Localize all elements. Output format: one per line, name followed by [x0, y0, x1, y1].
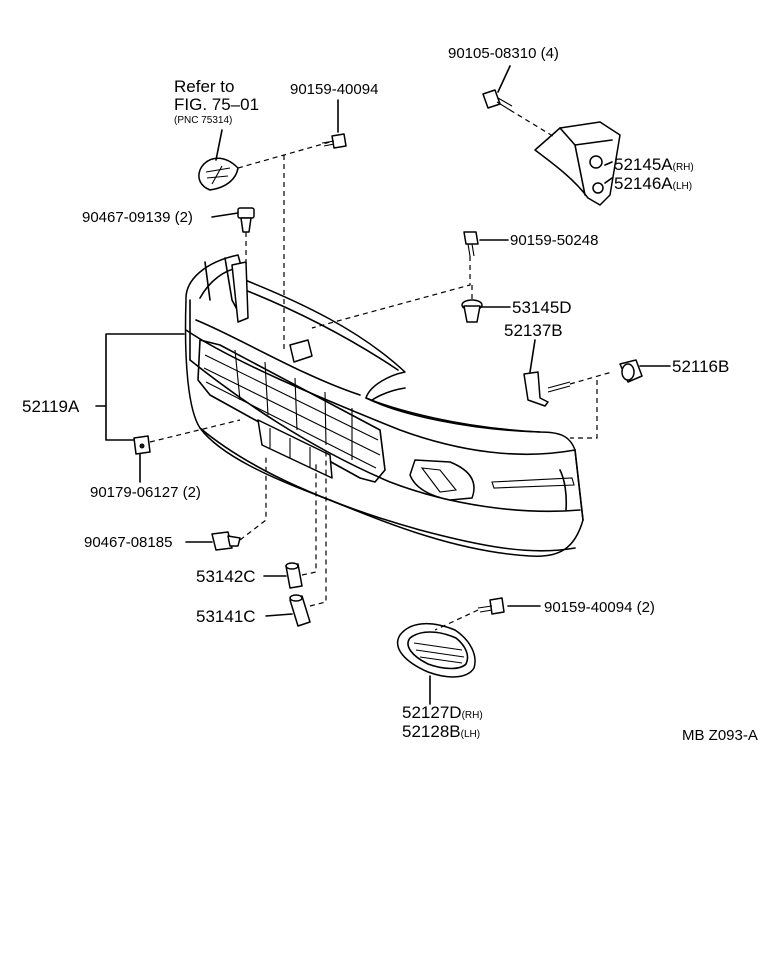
label-53142c: 53142C — [196, 567, 256, 586]
screw-90159-50248 — [463, 231, 479, 257]
bracket-52145a — [534, 121, 621, 206]
figure-code: MB Z093-A — [682, 727, 758, 744]
refer-line-3: (PNC 75314) — [174, 115, 232, 126]
label-52137b: 52137B — [504, 321, 563, 340]
cap-53141c — [289, 594, 311, 627]
label-52116b: 52116B — [672, 357, 729, 376]
emblem-part — [198, 157, 239, 191]
fog-lamp-grille — [397, 623, 476, 678]
refer-line-2: FIG. 75–01 — [174, 95, 259, 114]
label-90159-40094-bottom: 90159-40094 (2) — [544, 599, 655, 616]
screw-90159-top — [321, 133, 347, 149]
label-90467-09139: 90467-09139 (2) — [82, 209, 193, 226]
clip-53145d — [461, 299, 483, 323]
label-53141c: 53141C — [196, 607, 256, 626]
screw-90159-bottom — [477, 597, 505, 615]
label-90179-06127: 90179-06127 (2) — [90, 484, 201, 501]
label-90105-08310: 90105-08310 (4) — [448, 45, 559, 62]
label-52145a: 52145A(RH) — [614, 155, 694, 174]
leader-lines — [95, 65, 671, 705]
label-52128b: 52128B(LH) — [402, 722, 480, 741]
cap-53142c — [285, 562, 303, 589]
refer-line-1: Refer to — [174, 77, 234, 96]
part-labels: Refer to FIG. 75–01 (PNC 75314) 90105-08… — [22, 45, 758, 744]
clip-90179 — [133, 435, 151, 455]
clip-90467-08185 — [211, 531, 241, 551]
assembly-lines — [149, 109, 613, 631]
label-52119a: 52119A — [22, 397, 80, 416]
bumper-cover — [184, 254, 584, 557]
label-52146a: 52146A(LH) — [614, 174, 692, 193]
label-90159-50248: 90159-50248 — [510, 232, 598, 249]
label-52127d: 52127D(RH) — [402, 703, 483, 722]
label-90467-08185: 90467-08185 — [84, 534, 172, 551]
label-53145d: 53145D — [512, 298, 572, 317]
nut-52116b — [619, 359, 643, 383]
bracket-52137b — [523, 371, 571, 407]
label-90159-40094-top: 90159-40094 — [290, 81, 378, 98]
clip-90467-09139 — [237, 207, 255, 233]
bolt-90105 — [482, 89, 513, 111]
